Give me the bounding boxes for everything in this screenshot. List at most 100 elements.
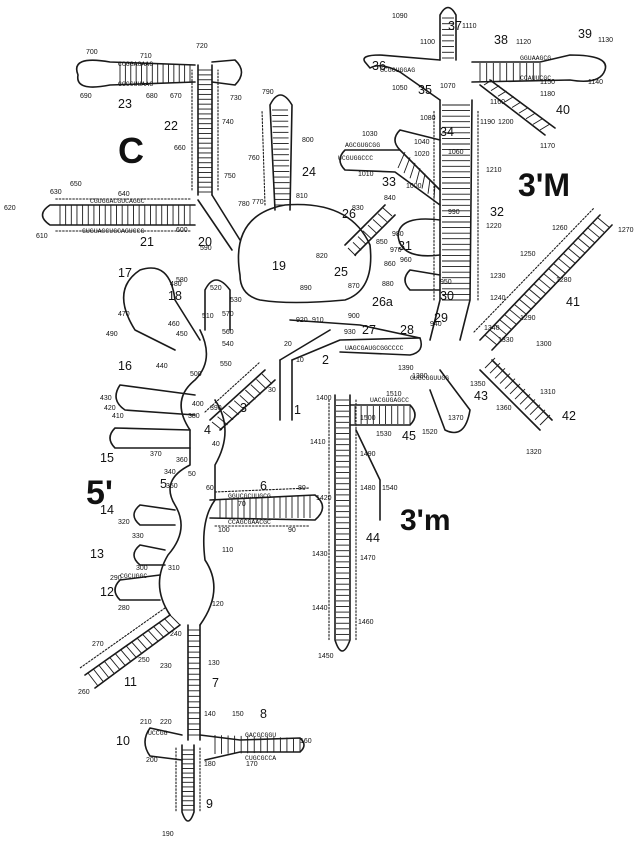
strand-helix-17 [122, 267, 201, 351]
pos-230: 230 [160, 663, 172, 670]
base-pair [489, 329, 503, 341]
pos-300: 300 [136, 565, 148, 572]
helix-label-33: 33 [382, 175, 396, 189]
base-pair [548, 268, 562, 280]
pos-1110: 1110 [462, 23, 477, 30]
pos-1510: 1510 [386, 391, 402, 398]
base-pair [421, 173, 426, 189]
pos-1490: 1490 [360, 451, 376, 458]
strand-helix-27 [289, 319, 423, 356]
pos-330: 330 [132, 533, 144, 540]
pos-30: 30 [268, 387, 276, 394]
helix-label-24: 24 [302, 165, 316, 179]
pos-370: 370 [150, 451, 162, 458]
pos-450: 450 [176, 331, 188, 338]
pos-1540: 1540 [382, 485, 398, 492]
pos-740: 740 [222, 119, 234, 126]
strand-helix-44 [334, 394, 351, 652]
helix-label-13: 13 [90, 547, 104, 561]
base-pair [539, 414, 551, 426]
pos-1010: 1010 [358, 171, 374, 178]
pos-1520: 1520 [422, 429, 438, 436]
base-pair [169, 614, 181, 626]
helix-label-20: 20 [198, 235, 212, 249]
pos-660: 660 [174, 145, 186, 152]
pos-1060: 1060 [448, 149, 464, 156]
pos-390: 390 [210, 405, 222, 412]
helix-label-42: 42 [562, 409, 576, 423]
pos-560: 560 [222, 329, 234, 336]
base-pair [93, 668, 104, 683]
pos-790: 790 [262, 89, 274, 96]
base-pair [397, 151, 406, 169]
pos-650: 650 [70, 181, 82, 188]
base-pair [494, 324, 508, 336]
seq-h10: UCCGG [148, 730, 168, 737]
pos-460: 460 [168, 321, 180, 328]
base-pair [529, 404, 541, 415]
base-pair [114, 653, 126, 666]
pos-860: 860 [384, 261, 396, 268]
strand-helix-24 [269, 94, 293, 211]
base-pair [233, 400, 245, 410]
pos-1390: 1390 [398, 365, 414, 372]
strand-helix-21 [41, 204, 196, 226]
helix-label-14: 14 [100, 503, 114, 517]
base-pair [357, 236, 367, 245]
seq-h23-bot: GGCCUUAAG [118, 81, 153, 88]
base-pair [125, 645, 137, 658]
pos-910: 910 [312, 317, 324, 324]
pos-440: 440 [156, 363, 168, 370]
helix-label-28: 28 [400, 323, 414, 337]
base-pair [538, 278, 552, 290]
helix-label-39: 39 [578, 27, 592, 41]
base-pair [261, 373, 273, 385]
base-pair [483, 79, 493, 86]
helix-label-26a: 26a [372, 295, 393, 309]
pos-1460: 1460 [358, 619, 374, 626]
seq-h23-top: CCGGAGAAG [118, 61, 153, 68]
seq-h33-top: AGCGUGCGG [345, 142, 380, 149]
strand-helix-43 [429, 369, 471, 434]
pos-1070: 1070 [440, 83, 456, 90]
region-label-5prime: 5' [86, 474, 113, 512]
pos-1000: 1000 [406, 183, 422, 190]
pos-880: 880 [382, 281, 394, 288]
pos-1120: 1120 [516, 39, 531, 46]
pos-1530: 1530 [376, 431, 392, 438]
strand-helix-45 [349, 404, 416, 426]
base-pair [415, 168, 421, 184]
pos-1280: 1280 [556, 277, 572, 284]
strand-helix-23 [75, 59, 196, 88]
pos-520: 520 [210, 285, 222, 292]
helix-label-26: 26 [342, 207, 356, 221]
strand-helix-16 [115, 384, 196, 416]
helix-label-44: 44 [366, 531, 380, 545]
pos-850: 850 [376, 239, 388, 246]
pos-470: 470 [118, 311, 130, 318]
pos-1200: 1200 [498, 119, 514, 126]
base-pair [511, 101, 522, 108]
base-pair [563, 253, 576, 264]
strand-helix-30 [404, 269, 441, 291]
pos-1400: 1400 [316, 395, 332, 402]
pos-190: 190 [162, 831, 174, 838]
seq-h12: CGCUGGC [120, 573, 147, 580]
pos-20: 20 [284, 341, 292, 348]
pos-220: 220 [160, 719, 172, 726]
pos-770: 770 [252, 199, 264, 206]
pos-10: 10 [296, 357, 304, 364]
helix-label-7: 7 [212, 676, 219, 690]
strand-helix-31 [397, 218, 441, 257]
helix-label-5: 5 [160, 477, 167, 491]
base-pair [514, 304, 527, 315]
pos-140: 140 [204, 711, 216, 718]
pos-970: 970 [390, 247, 402, 254]
base-pair [528, 288, 542, 300]
strand-helix-13 [133, 544, 166, 566]
base-pair [250, 384, 262, 395]
base-pair [239, 395, 251, 405]
seq-h38-top: GGUAAGCG [520, 55, 551, 62]
base-pair [409, 162, 416, 179]
pos-700: 700 [86, 49, 98, 56]
